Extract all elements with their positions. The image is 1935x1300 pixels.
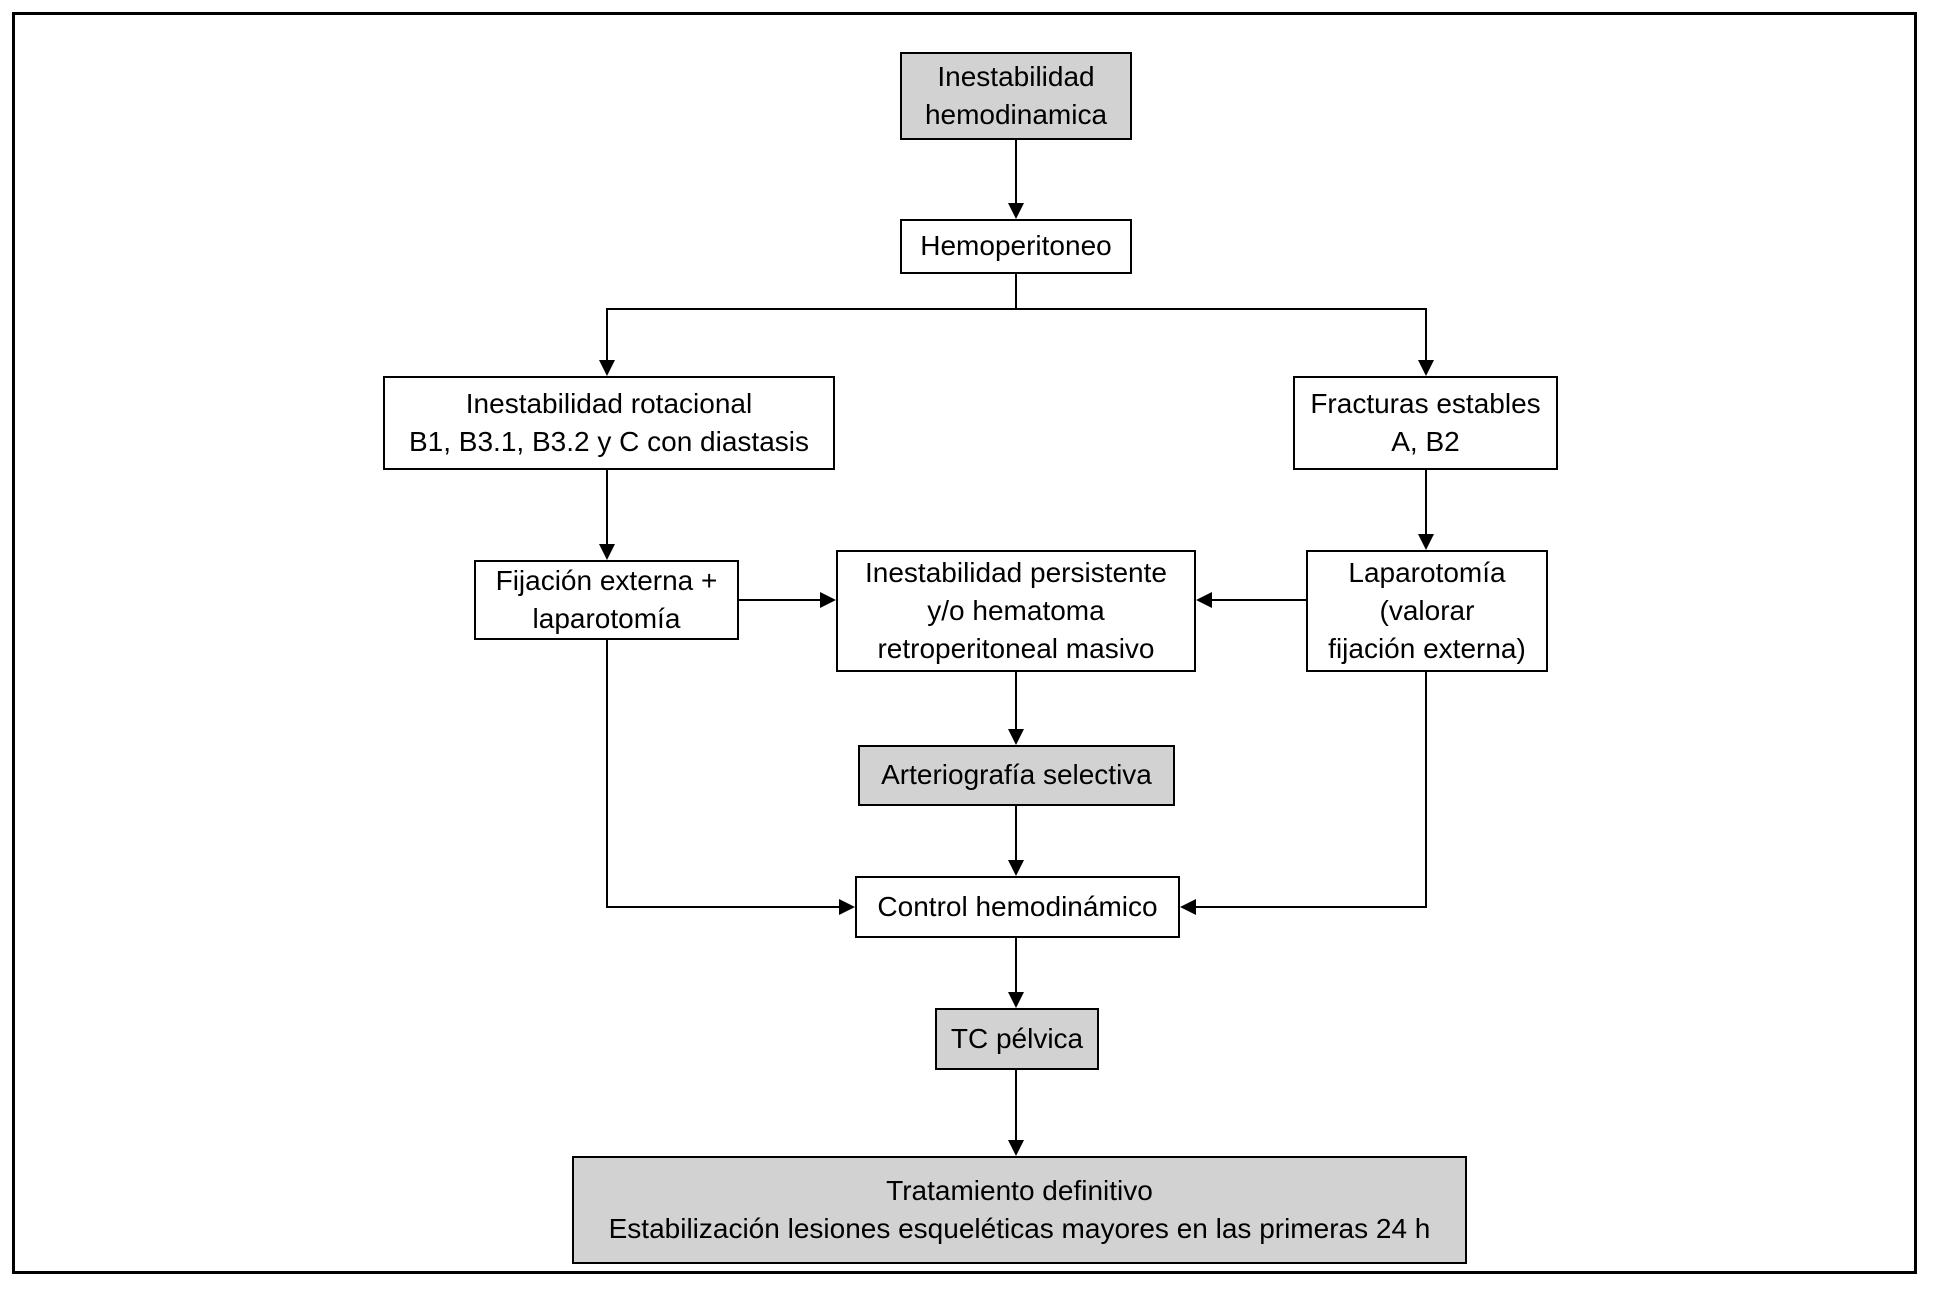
edge-arteriografia-control-arrowhead <box>1008 860 1024 876</box>
edge-fijacion-persistente-line <box>739 599 822 601</box>
edge-rotacional-fijacion-arrowhead <box>599 544 615 560</box>
edge-hemodinamica-hemoperitoneo-arrowhead <box>1008 203 1024 219</box>
edge-fracturas-laparotomia-line <box>1425 470 1427 536</box>
node-control-hemodinamico: Control hemodinámico <box>855 876 1180 938</box>
edge-control-tc-arrowhead <box>1008 992 1024 1008</box>
edge-hemodinamica-hemoperitoneo-line <box>1015 140 1017 206</box>
node-hemoperitoneo: Hemoperitoneo <box>900 219 1132 274</box>
edge-tc-tratamiento-line <box>1015 1070 1017 1142</box>
edge-fracturas-laparotomia-arrowhead <box>1418 534 1434 550</box>
edge-hemoperitoneo-branch-line <box>606 308 1427 310</box>
edge-rotacional-fijacion-line <box>606 470 608 546</box>
node-tratamiento-definitivo: Tratamiento definitivo Estabilización le… <box>572 1156 1467 1264</box>
node-laparotomia: Laparotomía (valorar fijación externa) <box>1306 550 1548 672</box>
edge-hemoperitoneo-stem-line <box>1015 274 1017 310</box>
edge-laparotomia-persistente-arrowhead <box>1196 592 1212 608</box>
edge-persistente-arteriografia-line <box>1015 672 1017 731</box>
node-fijacion-externa: Fijación externa + laparotomía <box>474 560 739 640</box>
edge-fijacion-persistente-arrowhead <box>820 592 836 608</box>
edge-branch-left-arrowhead <box>599 360 615 376</box>
node-inestabilidad-rotacional: Inestabilidad rotacional B1, B3.1, B3.2 … <box>383 376 835 470</box>
edge-fijacion-control-horizontal-line <box>606 906 840 908</box>
edge-laparotomia-persistente-line <box>1210 599 1306 601</box>
node-tc-pelvica: TC pélvica <box>935 1008 1099 1070</box>
edge-fijacion-control-vertical-line <box>606 640 608 908</box>
node-fracturas-estables: Fracturas estables A, B2 <box>1293 376 1558 470</box>
figure-border <box>12 12 1917 1274</box>
edge-branch-right-arrowhead <box>1418 360 1434 376</box>
edge-branch-right-line <box>1425 308 1427 362</box>
edge-control-tc-line <box>1015 938 1017 994</box>
edge-laparotomia-control-arrowhead <box>1180 899 1196 915</box>
edge-persistente-arteriografia-arrowhead <box>1008 729 1024 745</box>
edge-fijacion-control-arrowhead <box>839 899 855 915</box>
edge-laparotomia-control-vertical-line <box>1425 672 1427 908</box>
node-inestabilidad-hemodinamica: Inestabilidad hemodinamica <box>900 52 1132 140</box>
edge-branch-left-line <box>606 308 608 362</box>
edge-tc-tratamiento-arrowhead <box>1008 1140 1024 1156</box>
node-arteriografia-selectiva: Arteriografía selectiva <box>858 745 1175 806</box>
node-inestabilidad-persistente: Inestabilidad persistente y/o hematoma r… <box>836 550 1196 672</box>
edge-laparotomia-control-horizontal-line <box>1196 906 1427 908</box>
edge-arteriografia-control-line <box>1015 806 1017 862</box>
